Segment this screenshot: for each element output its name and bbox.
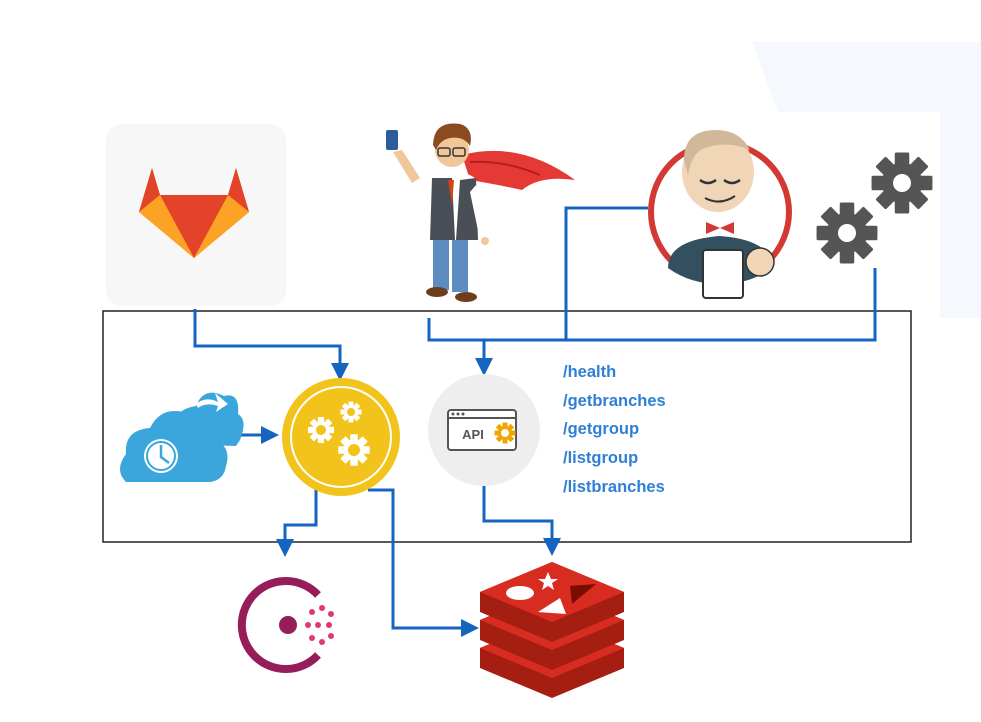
api-badge-text: API bbox=[462, 427, 484, 442]
processor-to-consul-arrow bbox=[276, 488, 318, 557]
developer-gears-connector bbox=[427, 268, 877, 342]
api-to-redis-arrow bbox=[482, 486, 561, 556]
gitlab-to-processor-arrow bbox=[193, 309, 349, 381]
developer-superhero-icon bbox=[386, 123, 575, 302]
endpoint-health: /health bbox=[563, 363, 617, 381]
api-gear-icon: API bbox=[428, 374, 540, 486]
jenkins-connector bbox=[564, 206, 648, 340]
endpoint-list: /health /getbranches /getgroup /listgrou… bbox=[563, 358, 666, 501]
endpoint-listbranches: /listbranches bbox=[563, 477, 665, 496]
endpoint-getbranches: /getbranches bbox=[563, 391, 666, 410]
endpoint-listgroup: /listgroup bbox=[563, 449, 639, 468]
redis-cube-icon bbox=[480, 562, 624, 698]
jenkins-butler-icon bbox=[648, 130, 792, 299]
processor-to-redis-arrow bbox=[368, 488, 479, 637]
endpoint-getgroup: /getgroup bbox=[563, 420, 640, 439]
cloud-clock-icon bbox=[120, 392, 244, 482]
gears-icon bbox=[816, 152, 933, 264]
gitlab-fox-icon bbox=[106, 124, 286, 306]
gear-process-icon bbox=[282, 378, 400, 496]
consul-icon bbox=[237, 577, 334, 673]
service-boundary-box bbox=[102, 310, 912, 543]
background-panel bbox=[752, 42, 981, 318]
